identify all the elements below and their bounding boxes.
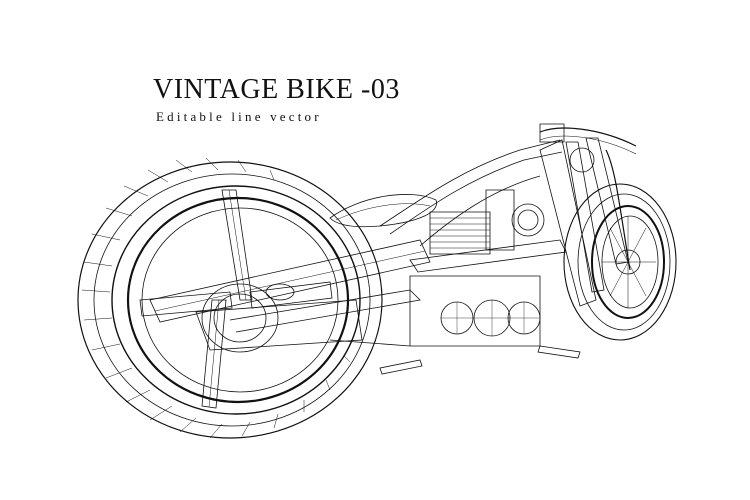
frame	[380, 140, 596, 306]
illustration-subtitle: Editable line vector	[156, 109, 322, 124]
handlebar	[540, 124, 636, 270]
front-fork	[566, 138, 628, 292]
rear-wheel	[78, 158, 382, 438]
illustration-title: VINTAGE BIKE -03	[153, 74, 400, 105]
exhaust-footpegs	[330, 340, 580, 374]
seat	[330, 194, 437, 226]
engine	[410, 190, 544, 346]
swingarm	[150, 240, 430, 352]
